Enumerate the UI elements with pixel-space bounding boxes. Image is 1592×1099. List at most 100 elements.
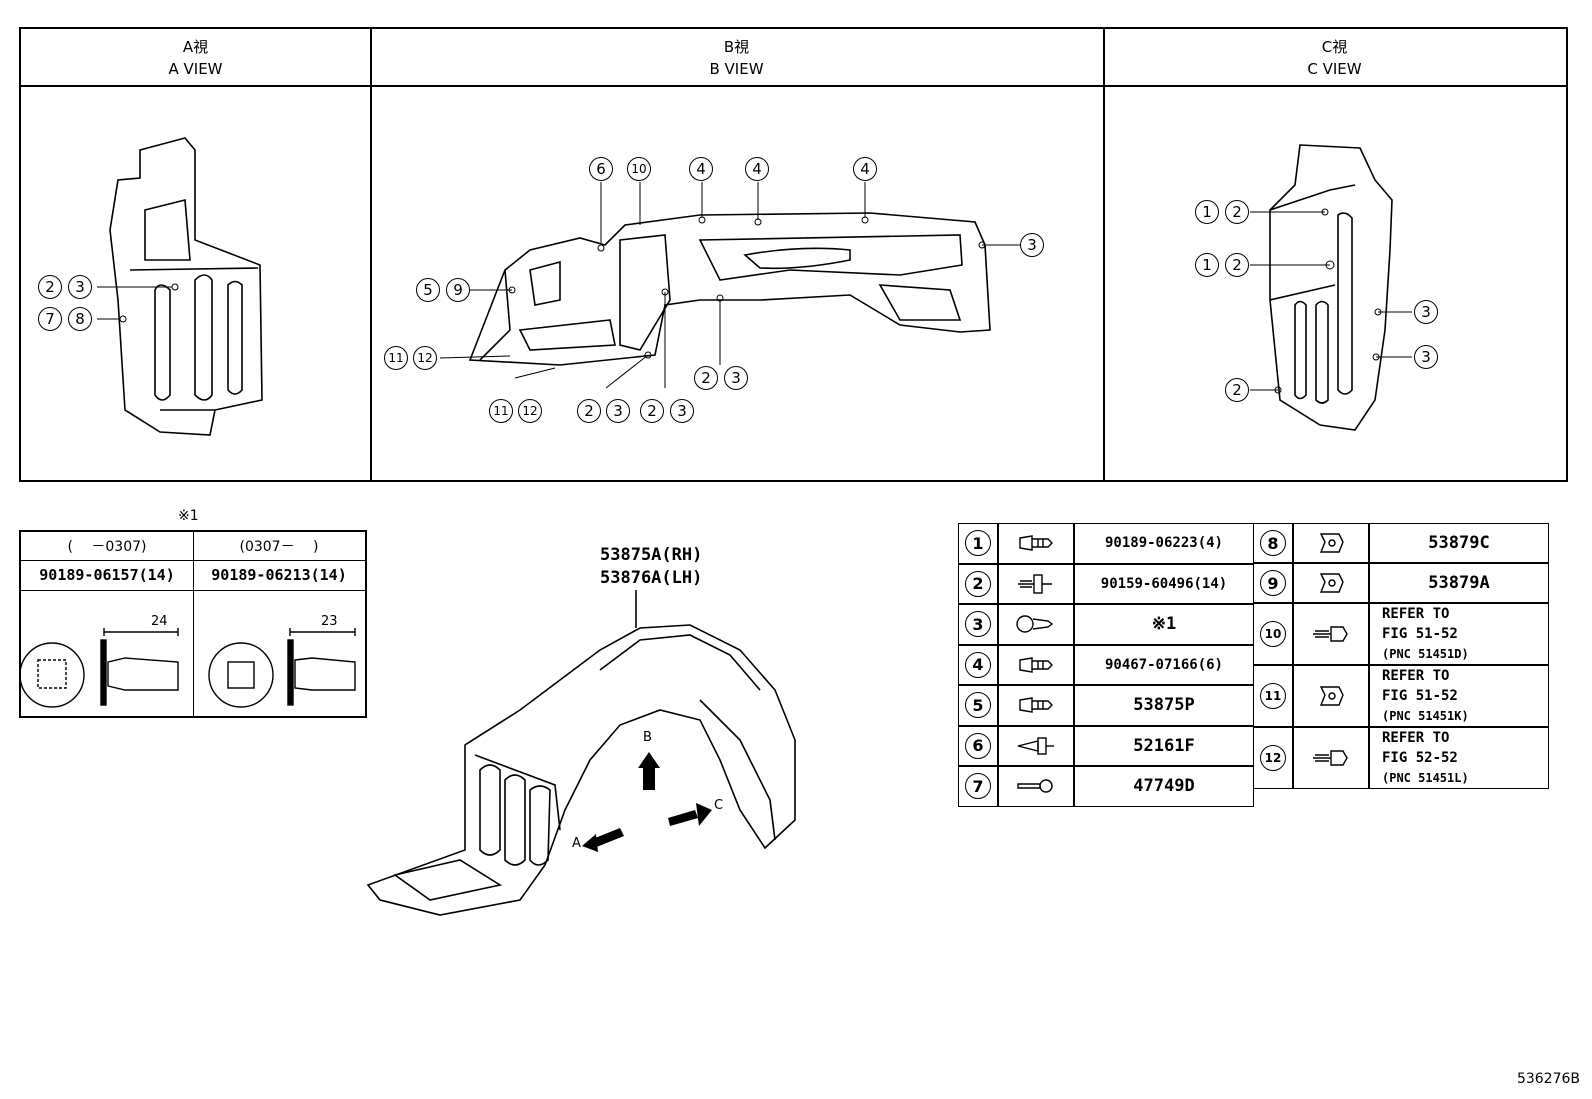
reference-line: FIG 51-52	[1382, 626, 1458, 642]
nut-clip-icon	[1319, 533, 1344, 553]
dimension-label: 23	[321, 614, 338, 629]
parts-row-icon	[1293, 603, 1369, 665]
callout-5: 5	[416, 278, 440, 302]
parts-row-number: 10	[1253, 603, 1293, 665]
parts-row-part-number: 90189-06223(4)	[1074, 523, 1254, 564]
parts-row-icon	[998, 523, 1074, 564]
row-rule	[21, 560, 365, 561]
reference-line: REFER TO	[1382, 730, 1450, 746]
range-after: (0307－ )	[239, 539, 319, 555]
callout-3: 3	[68, 275, 92, 299]
nut-clip-icon	[1319, 686, 1344, 706]
parts-row-part-number: 53879C	[1369, 523, 1549, 563]
parts-row-icon	[1293, 563, 1369, 603]
clip-icon	[1019, 535, 1053, 552]
parts-row-number: 2	[958, 563, 998, 604]
callout-4: 4	[965, 651, 991, 678]
parts-row-reference: REFER TO FIG 51-52 (PNC 51451D)	[1369, 603, 1549, 665]
callout-2: 2	[38, 275, 62, 299]
view-divider	[1103, 29, 1105, 480]
parts-row-icon	[998, 725, 1074, 766]
parts-row-part-number: 90467-07166(6)	[1074, 644, 1254, 685]
callout-2: 2	[1225, 378, 1249, 402]
reference-line: REFER TO	[1382, 606, 1450, 622]
callout-7: 7	[965, 773, 991, 800]
parts-row-icon	[1293, 727, 1369, 789]
callout-8: 8	[1260, 530, 1286, 556]
callout-9: 9	[1260, 570, 1286, 596]
view-divider	[370, 29, 372, 480]
reference-line: (PNC 51451L)	[1382, 771, 1469, 785]
callout-3: 3	[1414, 300, 1438, 324]
arrow-label-a: A	[572, 836, 581, 851]
parts-row-part-number: 53875P	[1074, 685, 1254, 726]
bolt-icon	[1313, 626, 1348, 642]
parts-row-part-number: 90159-60496(14)	[1074, 563, 1254, 604]
screw-icon	[1018, 574, 1052, 594]
callout-3: 3	[606, 399, 630, 423]
callout-4: 4	[689, 157, 713, 181]
callout-6: 6	[589, 157, 613, 181]
parts-row-number: 8	[1253, 523, 1293, 563]
push-rivet-icon	[1016, 615, 1054, 633]
parts-row-part-number: 52161F	[1074, 725, 1254, 766]
parts-row-icon	[998, 685, 1074, 726]
callout-2: 2	[694, 366, 718, 390]
reference-line: FIG 52-52	[1382, 750, 1458, 766]
range-before: ( －0307)	[67, 539, 147, 555]
callout-1: 1	[1195, 253, 1219, 277]
rivet-icon	[1017, 779, 1053, 793]
variant-divider	[193, 532, 194, 716]
arrow-label-b: B	[643, 730, 652, 745]
parts-row-reference: REFER TO FIG 52-52 (PNC 51451L)	[1369, 727, 1549, 789]
note-mark: ※1	[178, 508, 199, 524]
callout-1: 1	[965, 530, 991, 557]
b-view-header: B視 B VIEW	[370, 29, 1103, 87]
parts-row-icon	[1293, 523, 1369, 563]
row-rule	[21, 590, 365, 591]
reference-line: (PNC 51451D)	[1382, 647, 1469, 661]
callout-9: 9	[446, 278, 470, 302]
reference-line: REFER TO	[1382, 668, 1450, 684]
callout-12: 12	[518, 399, 542, 423]
b-view-title-jp: B視	[723, 38, 750, 56]
callout-11: 11	[384, 346, 408, 370]
callout-2: 2	[1225, 200, 1249, 224]
c-view-header: C視 C VIEW	[1103, 29, 1566, 87]
part-number: 90189-06157(14)	[39, 566, 175, 584]
parts-row-number: 11	[1253, 665, 1293, 727]
nut-clip-icon	[1319, 573, 1344, 593]
callout-6: 6	[965, 732, 991, 759]
parts-row-number: 1	[958, 523, 998, 564]
callout-11: 11	[1260, 683, 1286, 709]
part-label-lh: 53876A(LH)	[600, 568, 703, 588]
callout-3: 3	[965, 611, 991, 638]
clip-icon	[1019, 697, 1053, 714]
parts-row-number: 4	[958, 644, 998, 685]
callout-12: 12	[1260, 745, 1286, 771]
parts-row-icon	[998, 766, 1074, 807]
reference-line: FIG 51-52	[1382, 688, 1458, 704]
part-number: 90189-06213(14)	[211, 566, 347, 584]
parts-row-part-number: 47749D	[1074, 766, 1254, 807]
parts-row-part-number: 53879A	[1369, 563, 1549, 603]
parts-row-number: 5	[958, 685, 998, 726]
arrow-label-c: C	[714, 798, 724, 813]
parts-row-icon	[998, 644, 1074, 685]
bolt-icon	[1313, 750, 1348, 766]
callout-2: 2	[965, 570, 991, 597]
callout-2: 2	[640, 399, 664, 423]
part-label-rh: 53875A(RH)	[600, 545, 703, 565]
callout-11: 11	[489, 399, 513, 423]
parts-row-number: 12	[1253, 727, 1293, 789]
callout-3: 3	[1414, 345, 1438, 369]
callout-12: 12	[413, 346, 437, 370]
a-view-title-jp: A視	[182, 38, 209, 56]
callout-2: 2	[577, 399, 601, 423]
parts-row-icon	[1293, 665, 1369, 727]
pin-clip-icon	[1017, 737, 1054, 755]
